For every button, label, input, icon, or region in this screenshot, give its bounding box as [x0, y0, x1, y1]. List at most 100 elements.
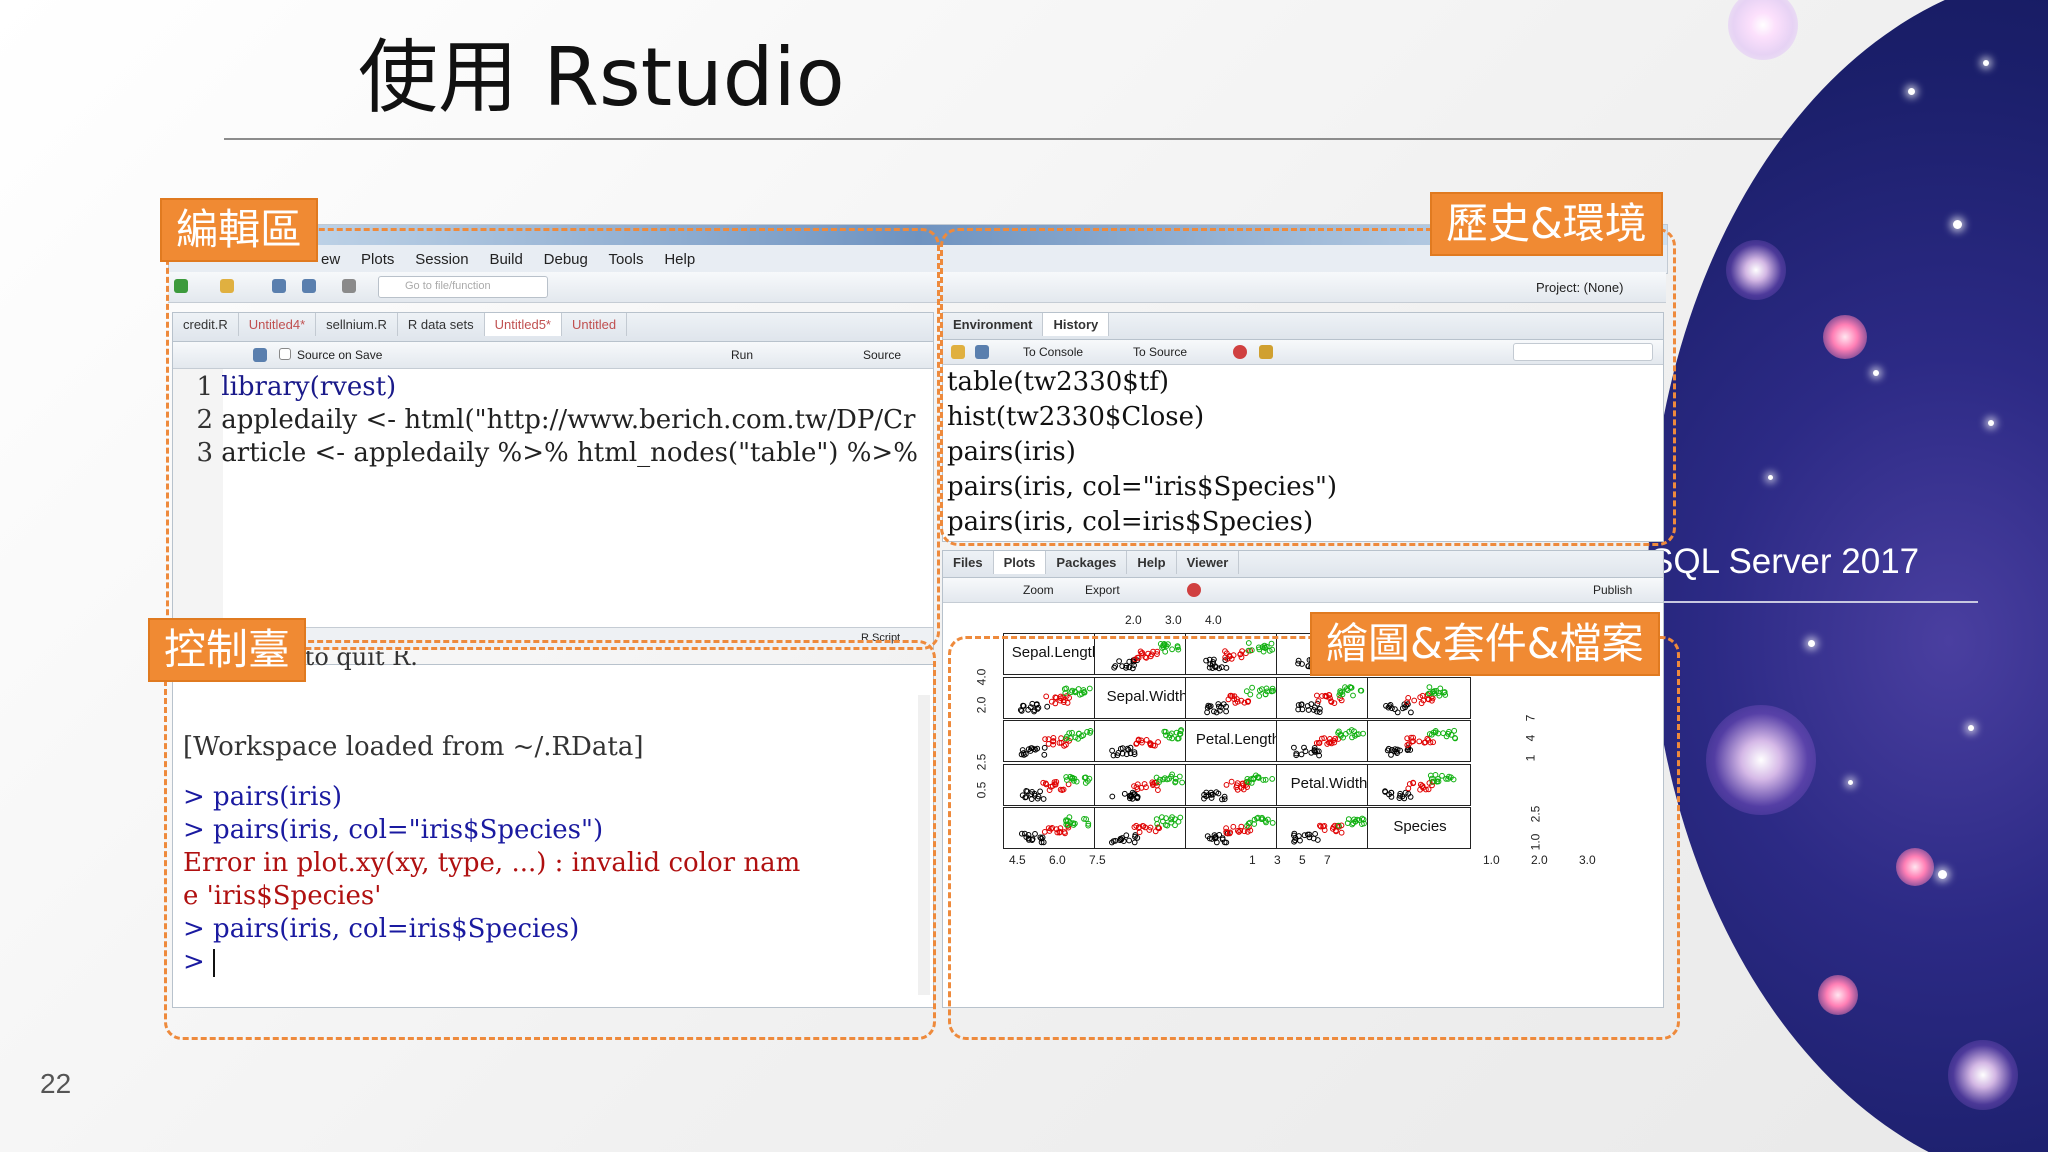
- scatter-point-virginica: [1086, 775, 1093, 782]
- scatter-point-virginica: [1259, 814, 1265, 821]
- scatter-point-setosa: [1291, 744, 1297, 751]
- menu-item-tools[interactable]: Tools: [608, 251, 644, 268]
- history-entry[interactable]: pairs(iris, col="iris$Species"): [947, 472, 1338, 502]
- zoom-button[interactable]: Zoom: [1023, 583, 1054, 597]
- history-search-input[interactable]: [1513, 343, 1653, 361]
- new-file-icon[interactable]: [174, 279, 188, 293]
- scatter-point-setosa: [1397, 747, 1403, 754]
- scatter-point-setosa: [1019, 830, 1025, 837]
- scatter-point-setosa: [1123, 662, 1130, 669]
- scatter-point-versicolor: [1042, 736, 1048, 743]
- tab-environment[interactable]: Environment: [943, 313, 1044, 336]
- export-button[interactable]: Export: [1085, 583, 1120, 597]
- scatter-point-versicolor: [1223, 830, 1230, 837]
- scatter-points: [1109, 814, 1184, 846]
- load-history-icon[interactable]: [951, 345, 965, 359]
- scatter-point-setosa: [1293, 752, 1300, 759]
- menu-item-build[interactable]: Build: [489, 251, 523, 268]
- save-icon[interactable]: [253, 348, 267, 362]
- scatter-cell: [1094, 763, 1198, 806]
- scatter-points: [1383, 683, 1449, 715]
- history-entry[interactable]: table(tw2330$tf): [947, 367, 1170, 397]
- console-scrollbar[interactable]: [918, 695, 930, 995]
- scatter-points: [1019, 814, 1092, 846]
- scatter-point-virginica: [1169, 814, 1175, 821]
- scatter-points: [1291, 815, 1367, 845]
- menu-item-debug[interactable]: Debug: [543, 251, 588, 268]
- run-button[interactable]: Run: [731, 348, 754, 362]
- save-icon[interactable]: [272, 279, 286, 293]
- tab-untitled[interactable]: Untitled: [562, 313, 628, 336]
- scatter-point-versicolor: [1050, 738, 1057, 744]
- scatter-point-versicolor: [1040, 779, 1047, 786]
- scatter-point-versicolor: [1418, 699, 1425, 706]
- source-on-save-checkbox[interactable]: [279, 348, 291, 360]
- scatter-point-virginica: [1166, 734, 1173, 741]
- tab-credit[interactable]: credit.R: [173, 313, 239, 336]
- tab-untitled4[interactable]: Untitled4*: [239, 313, 317, 336]
- axis-tick-label: 3.0: [1165, 613, 1182, 627]
- tab-packages[interactable]: Packages: [1046, 551, 1128, 574]
- scatter-point-versicolor: [1234, 779, 1241, 786]
- history-entry[interactable]: hist(tw2330$Close): [947, 402, 1205, 432]
- project-menu[interactable]: Project: (None): [1536, 280, 1624, 295]
- scatter-point-virginica: [1349, 734, 1355, 741]
- scatter-point-versicolor: [1430, 739, 1436, 746]
- scatter-point-virginica: [1427, 772, 1434, 778]
- callout-editor: 編輯區: [160, 198, 319, 262]
- scatter-point-virginica: [1345, 816, 1352, 823]
- scatter-point-setosa: [1205, 702, 1212, 709]
- tab-viewer[interactable]: Viewer: [1177, 551, 1240, 574]
- scatter-cell: [1367, 720, 1471, 762]
- cosmic-decoration: SQL Server 2017: [1648, 0, 2048, 1152]
- scatter-point-versicolor: [1333, 828, 1339, 835]
- history-entry[interactable]: pairs(iris, col=iris$Species): [947, 507, 1314, 537]
- scatter-point-versicolor: [1135, 654, 1142, 661]
- history-highlight: [940, 228, 1676, 546]
- source-button[interactable]: Source: [863, 348, 902, 362]
- menu-item-view[interactable]: ew: [321, 251, 341, 268]
- remove-plot-icon[interactable]: [1187, 583, 1201, 597]
- menu-item-plots[interactable]: Plots: [361, 251, 395, 268]
- scatter-point-setosa: [1213, 788, 1220, 795]
- scatter-point-setosa: [1304, 831, 1311, 838]
- tab-help[interactable]: Help: [1127, 551, 1177, 574]
- menu-item-help[interactable]: Help: [664, 251, 696, 268]
- scatter-point-setosa: [1041, 744, 1048, 751]
- scatter-point-virginica: [1339, 691, 1346, 697]
- code-area[interactable]: 1 library(rvest) 2 appledaily <- html("h…: [173, 371, 928, 470]
- scatter-point-virginica: [1072, 734, 1079, 741]
- tab-plots[interactable]: Plots: [993, 551, 1047, 574]
- remove-entry-icon[interactable]: [1233, 345, 1247, 359]
- clear-history-icon[interactable]: [1259, 345, 1273, 359]
- tab-files[interactable]: Files: [943, 551, 994, 574]
- tab-r-data-sets[interactable]: R data sets: [398, 313, 485, 336]
- axis-tick-label: 3.0: [1579, 853, 1596, 867]
- scatter-point-virginica: [1178, 727, 1184, 733]
- save-history-icon[interactable]: [975, 345, 989, 359]
- scatter-point-versicolor: [1227, 692, 1234, 699]
- star-glow: [1728, 0, 1798, 60]
- scatter-point-versicolor: [1145, 650, 1151, 657]
- scatter-point-setosa: [1386, 791, 1392, 797]
- scatter-point-versicolor: [1232, 699, 1239, 706]
- menu-item-session[interactable]: Session: [415, 251, 469, 268]
- goto-file-input[interactable]: Go to file/function: [378, 276, 548, 298]
- publish-button[interactable]: Publish: [1593, 583, 1633, 597]
- to-console-button[interactable]: To Console: [1023, 345, 1084, 359]
- tab-sellnium[interactable]: sellnium.R: [316, 313, 398, 336]
- history-list[interactable]: table(tw2330$tf) hist(tw2330$Close) pairs(…: [947, 365, 1647, 540]
- scatter-point-virginica: [1426, 683, 1433, 690]
- print-icon[interactable]: [342, 279, 356, 293]
- console-output[interactable]: [Workspace loaded from ~/.RData]> pairs(…: [183, 731, 923, 979]
- tab-history[interactable]: History: [1043, 313, 1110, 336]
- scatter-point-setosa: [1308, 700, 1315, 707]
- tab-untitled5[interactable]: Untitled5*: [484, 313, 562, 336]
- scatter-point-versicolor: [1230, 823, 1237, 830]
- open-file-icon[interactable]: [220, 279, 234, 293]
- save-all-icon[interactable]: [302, 279, 316, 293]
- scatter-points: [1018, 727, 1094, 758]
- history-entry[interactable]: pairs(iris): [947, 437, 1076, 467]
- scatter-point-virginica: [1249, 684, 1255, 691]
- to-source-button[interactable]: To Source: [1133, 345, 1188, 359]
